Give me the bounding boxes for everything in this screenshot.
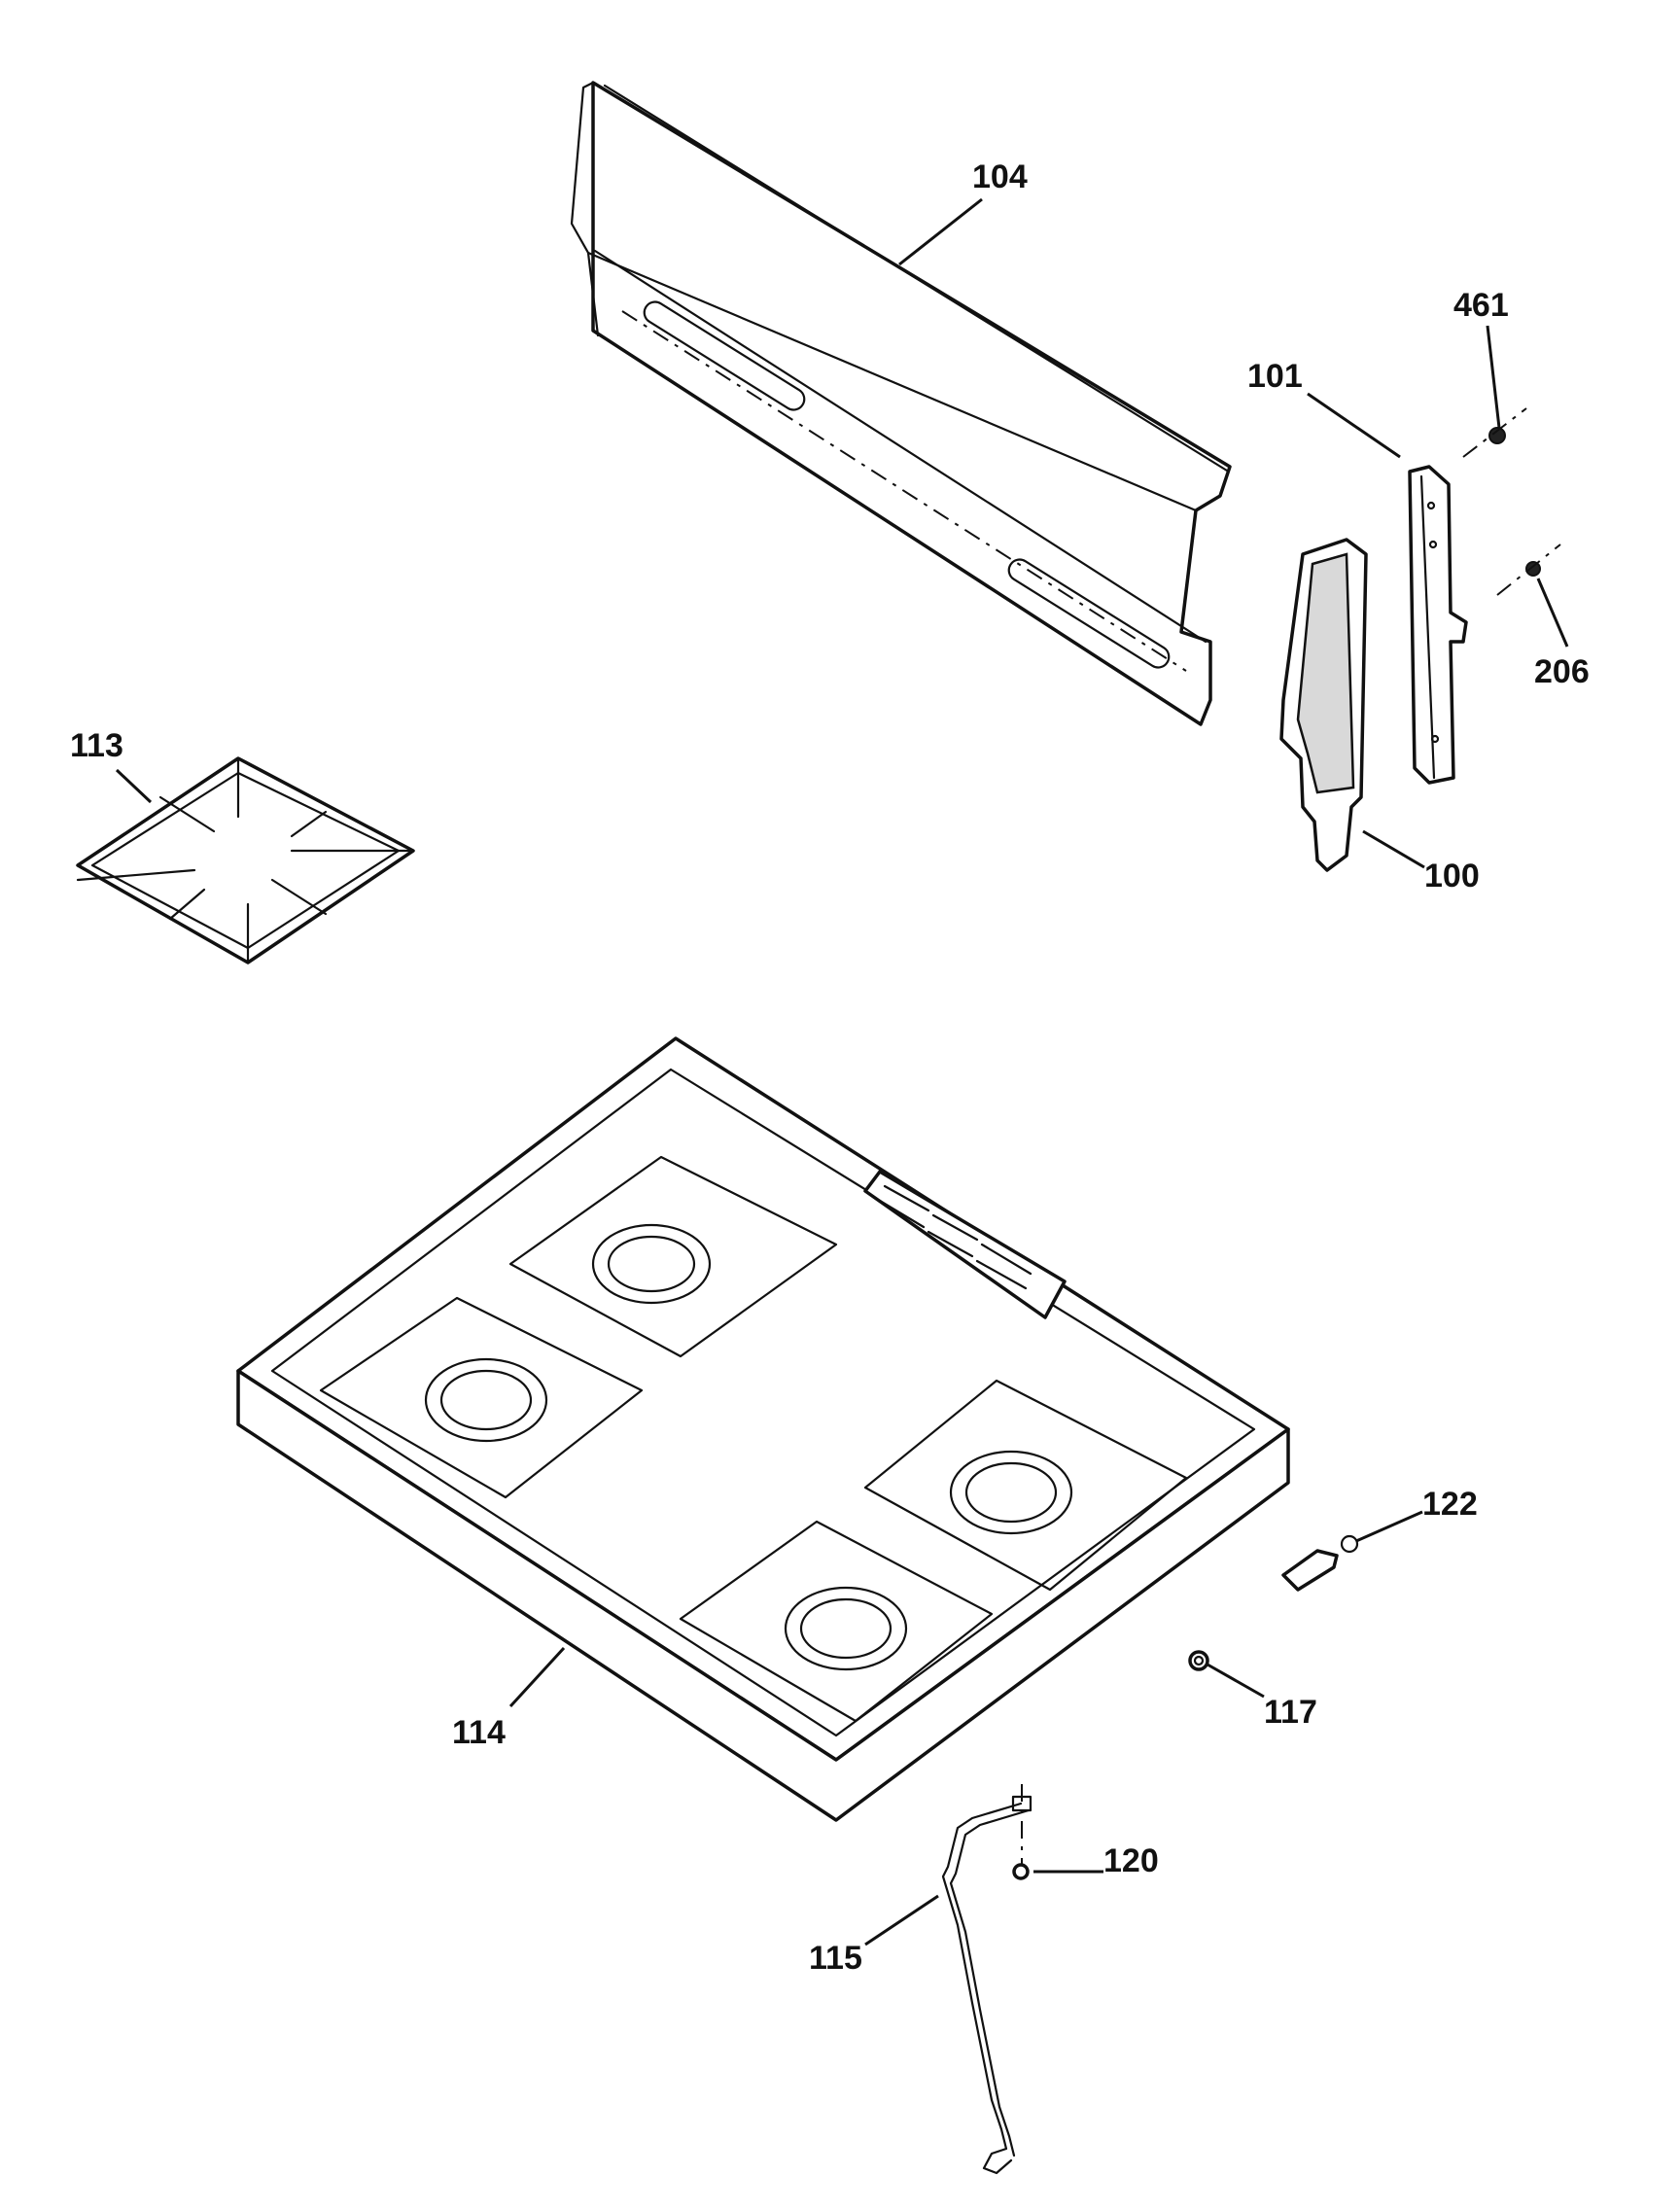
callout-117: 117 [1264, 1694, 1317, 1731]
leader-104 [898, 197, 983, 266]
callout-101: 101 [1247, 358, 1303, 395]
callout-100: 100 [1424, 858, 1480, 894]
burner-grate-113 [76, 756, 415, 964]
cooktop-114 [236, 1036, 1290, 1822]
nut-117 [1188, 1650, 1209, 1671]
leader-113 [115, 768, 153, 804]
support-rod-115 [941, 1784, 1032, 2175]
screw-461 [1462, 407, 1527, 458]
callout-122: 122 [1422, 1486, 1478, 1523]
end-cap-100 [1279, 538, 1368, 872]
backguard-panel [570, 81, 1232, 726]
leader-100 [1362, 829, 1425, 869]
leader-lines [115, 197, 1569, 1946]
callout-115: 115 [809, 1940, 862, 1977]
clip-122 [1281, 1534, 1359, 1592]
callout-206: 206 [1534, 653, 1590, 690]
leader-206 [1536, 578, 1569, 648]
callout-120: 120 [1103, 1842, 1159, 1879]
callout-labels: 104 461 101 206 113 100 122 114 117 120 … [70, 158, 1590, 1977]
callout-461: 461 [1453, 287, 1509, 324]
callout-113: 113 [70, 727, 123, 764]
callout-104: 104 [972, 158, 1028, 195]
leader-122 [1355, 1510, 1423, 1543]
screw-206 [1496, 543, 1561, 596]
leader-114 [508, 1646, 566, 1708]
leader-101 [1307, 392, 1401, 459]
leader-115 [864, 1894, 939, 1946]
callout-114: 114 [452, 1714, 506, 1751]
leader-461 [1486, 325, 1501, 429]
screw-120 [1012, 1863, 1030, 1880]
end-bracket-101 [1408, 465, 1468, 785]
leader-117 [1207, 1663, 1265, 1699]
